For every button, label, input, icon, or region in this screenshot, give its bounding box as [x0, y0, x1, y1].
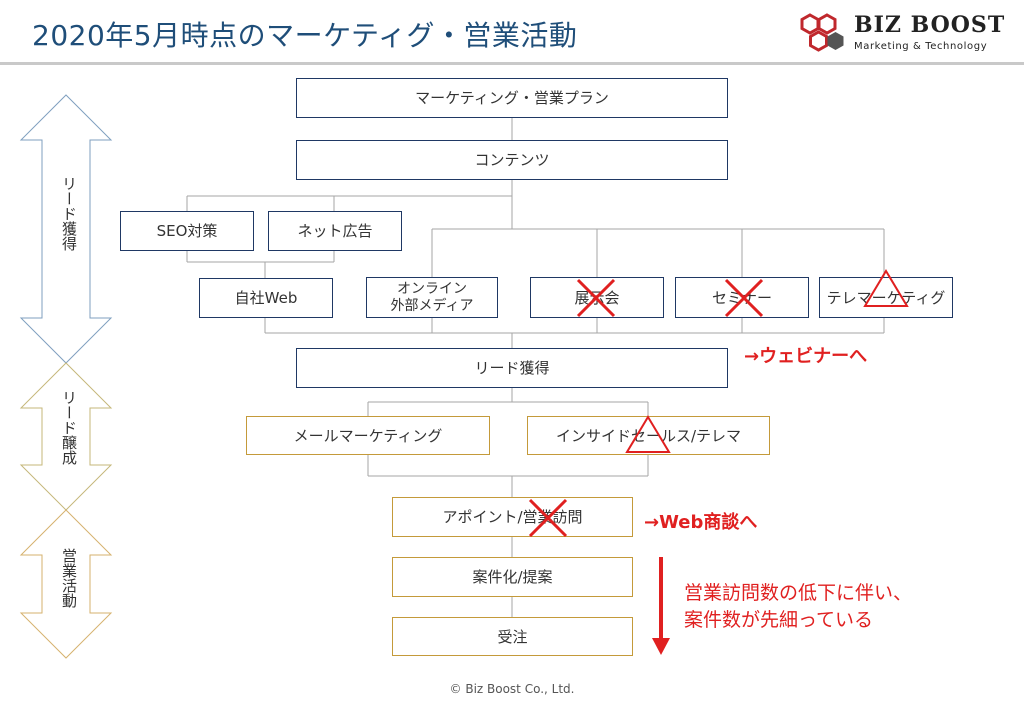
hexagon-logo-icon	[800, 13, 844, 52]
logo-tagline: Marketing & Technology	[854, 41, 988, 52]
cross-mark-icon	[528, 498, 568, 538]
phase-arrow-sales	[19, 509, 113, 659]
online-media-line-1: オンライン	[397, 280, 467, 297]
box-mail-marketing: メールマーケティング	[246, 416, 490, 455]
logo: BIZ BOOST Marketing & Technology	[796, 12, 1011, 56]
phase-label-sales: 営業活動	[60, 548, 78, 608]
note-decline-line-2: 案件数が先細っている	[684, 609, 874, 631]
triangle-mark-icon	[863, 269, 909, 307]
box-order: 受注	[392, 617, 633, 656]
box-lead-acquisition: リード獲得	[296, 348, 728, 388]
decline-arrow-head	[652, 638, 670, 655]
phase-label-lead-nurturing: リード醸成	[60, 390, 78, 465]
box-net-ads: ネット広告	[268, 211, 402, 251]
cross-mark-icon	[724, 278, 764, 318]
copyright-footer: © Biz Boost Co., Ltd.	[449, 682, 575, 696]
box-own-website: 自社Web	[199, 278, 333, 318]
cross-mark-icon	[576, 278, 616, 318]
box-proposal: 案件化/提案	[392, 557, 633, 597]
triangle-mark-icon	[625, 415, 671, 453]
title-divider	[0, 62, 1024, 65]
box-seo: SEO対策	[120, 211, 254, 251]
note-to-webinar: →ウェビナーへ	[744, 346, 868, 367]
page-title: 2020年5月時点のマーケティグ・営業活動	[32, 19, 578, 52]
box-contents: コンテンツ	[296, 140, 728, 180]
box-appointment-visit: アポイント/営業訪問	[392, 497, 633, 537]
note-to-web-meeting: →Web商談へ	[644, 512, 758, 533]
note-decline-line-1: 営業訪問数の低下に伴い、	[684, 582, 913, 604]
box-online-media: オンライン 外部メディア	[366, 277, 498, 318]
logo-name: BIZ BOOST	[854, 12, 1006, 38]
box-marketing-sales-plan: マーケティング・営業プラン	[296, 78, 728, 118]
online-media-line-2: 外部メディア	[390, 297, 474, 314]
box-telemarketing: テレマーケティグ	[819, 277, 953, 318]
phase-label-lead-acquisition: リード獲得	[60, 176, 78, 251]
